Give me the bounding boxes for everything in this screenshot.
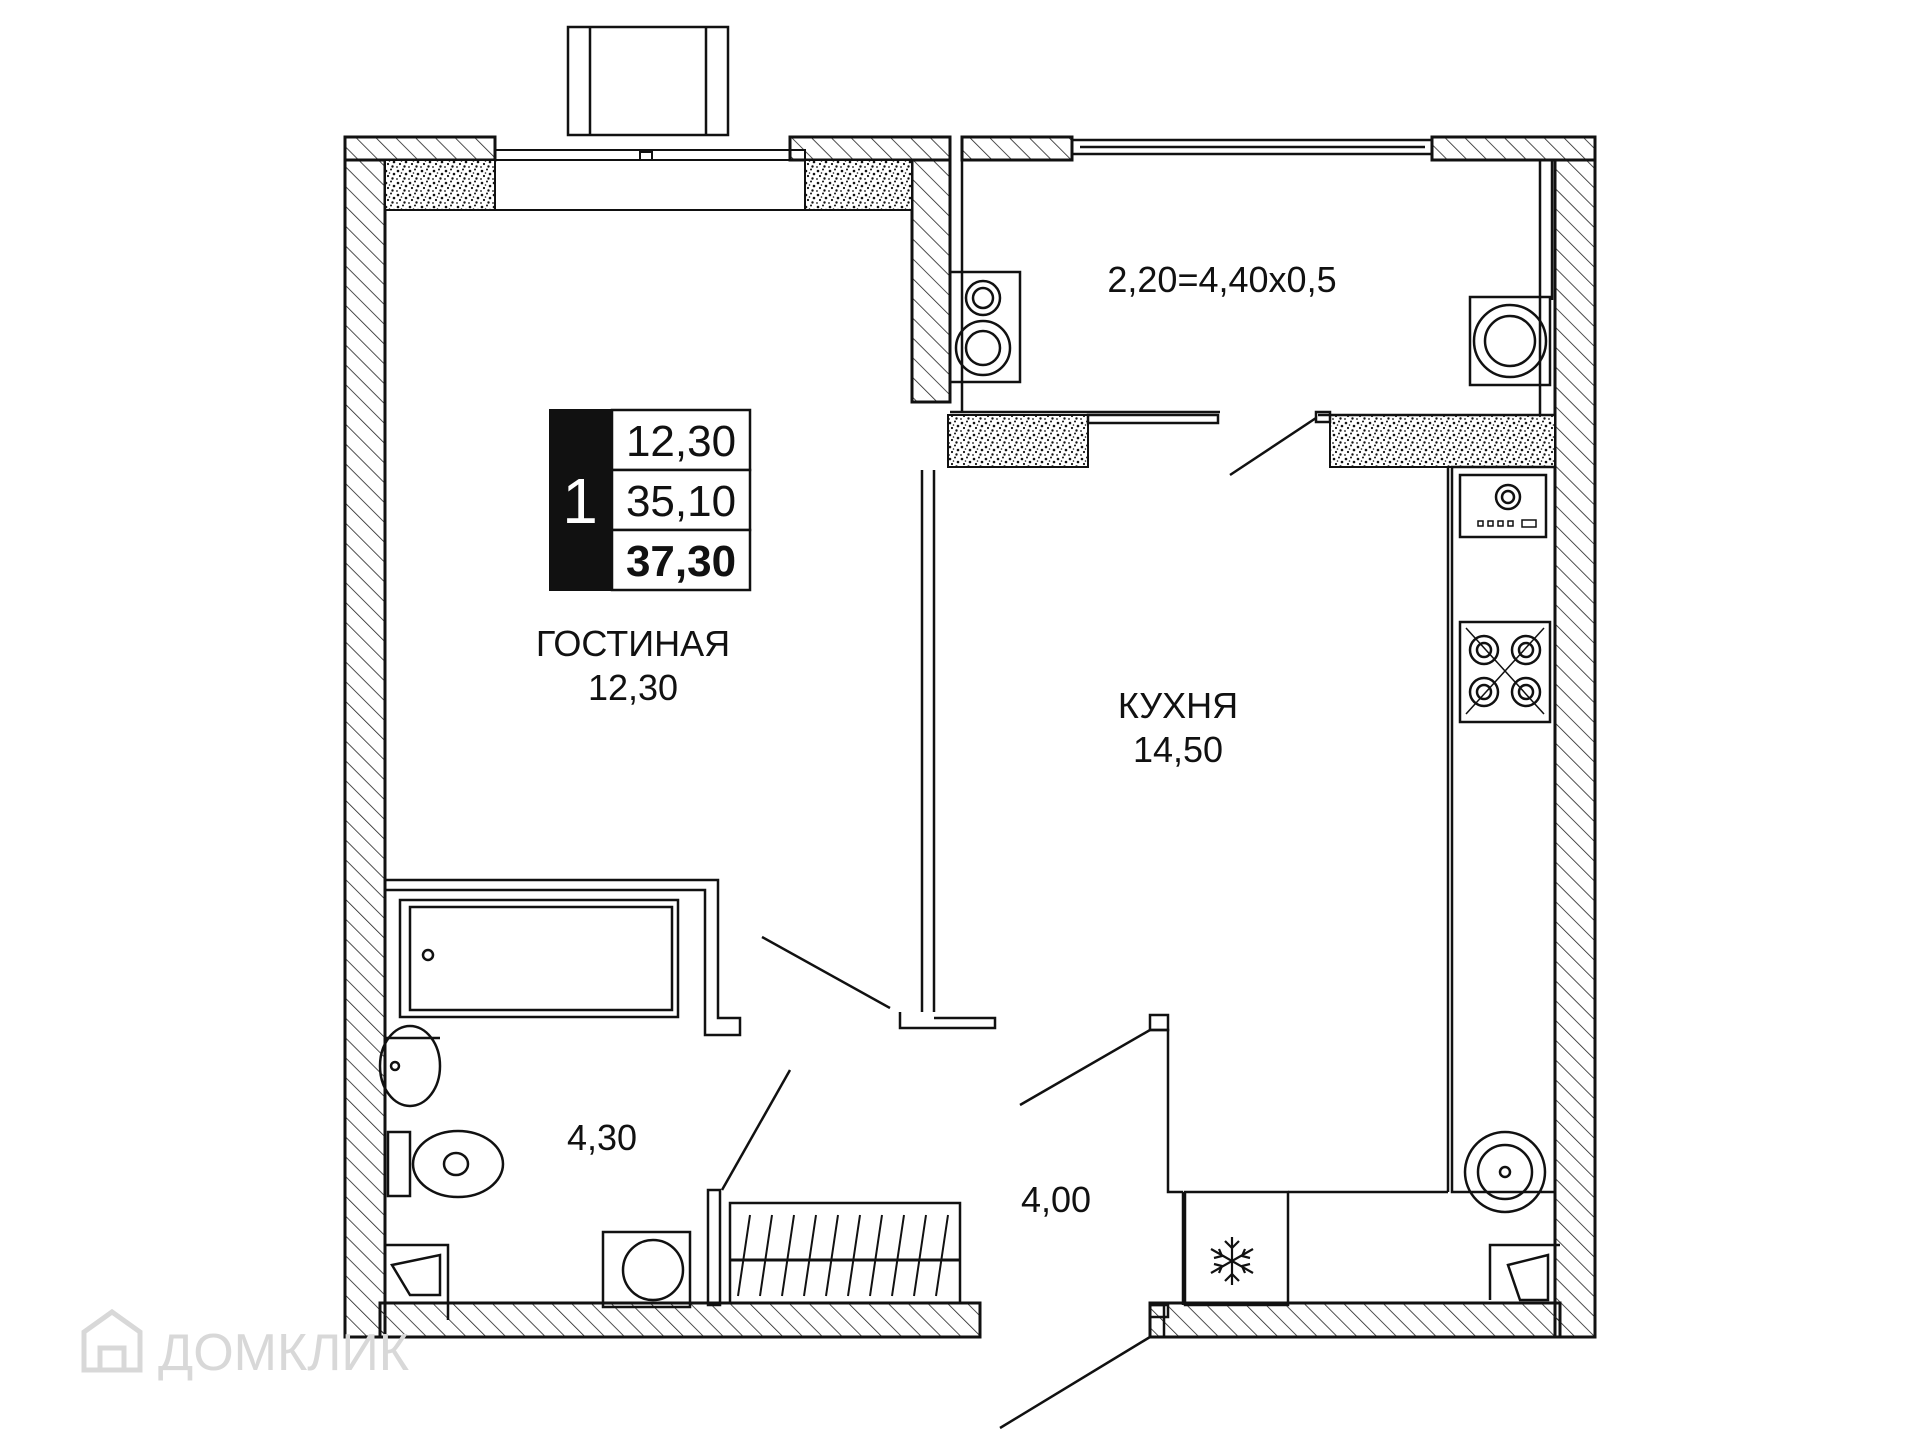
left-wall [343, 158, 387, 1339]
hallway-area: 4,00 [1021, 1179, 1091, 1220]
bathtub [398, 898, 680, 1019]
kitchen-name: КУХНЯ [1118, 685, 1238, 726]
house-logo-icon [81, 1308, 143, 1373]
living-room-area: 12,30 [588, 667, 678, 708]
top-wall-balcony-right [1430, 135, 1597, 162]
partition-living-kitchen [761, 470, 997, 1030]
bathroom-area: 4,30 [567, 1117, 637, 1158]
area-summary-box: 1 12,30 35,10 37,30 [549, 408, 752, 592]
top-wall-mid [788, 135, 952, 162]
kitchen-sink [1463, 1130, 1547, 1214]
bottom-wall-right [1148, 1301, 1562, 1339]
watermark-text: ДОМКЛИК [158, 1324, 409, 1382]
area-without-balcony-value: 35,10 [626, 477, 736, 526]
insulation-blocks [384, 159, 1556, 468]
bottom-wall-left [378, 1301, 982, 1339]
balcony-appliance-right [1468, 295, 1552, 387]
entrance-door [999, 1013, 1183, 1430]
outdoor-unit-frame [566, 25, 730, 137]
watermark: ДОМКЛИК [81, 1308, 409, 1382]
sink [378, 1024, 442, 1108]
top-wall-balcony-left [960, 135, 1074, 162]
bathroom-walls [378, 878, 792, 1320]
balcony-door [1086, 410, 1332, 477]
rooms-count: 1 [562, 465, 598, 537]
fridge [1181, 1190, 1290, 1307]
balcony-window [1070, 138, 1434, 156]
kitchen-area: 14,50 [1133, 729, 1223, 770]
living-room-window [385, 149, 912, 211]
living-room-name: ГОСТИНАЯ [536, 623, 730, 664]
toilet-bowl [411, 1129, 505, 1199]
toilet-tank [386, 1130, 412, 1198]
living-area-value: 12,30 [626, 417, 736, 466]
walls [343, 135, 1597, 1339]
washing-machine [601, 1230, 692, 1309]
kitchen-counter [1450, 465, 1557, 1194]
hallway-fixtures [601, 1201, 962, 1309]
snowflake-icon [1210, 1237, 1254, 1285]
top-wall-left [343, 135, 497, 162]
boiler [1458, 473, 1548, 539]
right-wall [1553, 158, 1597, 1339]
kitchen-fixtures [1288, 465, 1560, 1302]
wardrobe [728, 1201, 962, 1305]
balcony-formula: 2,20=4,40x0,5 [1107, 259, 1336, 300]
balcony-sides [950, 160, 1555, 417]
stove [1458, 620, 1552, 724]
divider-wall-living-balcony [910, 158, 952, 404]
balcony-appliance-left [948, 270, 1022, 384]
total-area-value: 37,30 [626, 537, 736, 586]
